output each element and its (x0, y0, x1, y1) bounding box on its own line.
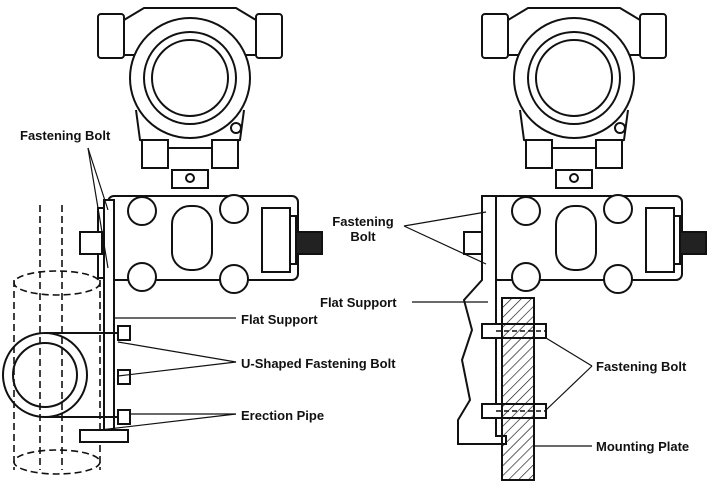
label-fastening-bolt-right-line2: Bolt (350, 229, 376, 244)
right-view (403, 7, 707, 481)
label-flat-support-right: Flat Support (320, 295, 397, 310)
label-fastening-bolt-left: Fastening Bolt (20, 128, 111, 143)
label-fastening-bolt-right: Fastening Bolt (322, 214, 404, 244)
label-fastening-bolt-right-lower: Fastening Bolt (596, 359, 687, 374)
u-bolt-left (2, 325, 131, 425)
label-flat-support-left: Flat Support (241, 312, 318, 327)
mounting-plate (501, 297, 535, 481)
transmitter-right (481, 7, 707, 294)
label-erection-pipe: Erection Pipe (241, 408, 325, 423)
transmitter-left (97, 7, 323, 294)
flat-support-left (79, 199, 129, 443)
label-mounting-plate: Mounting Plate (596, 439, 690, 454)
label-fastening-bolt-right-line1: Fastening (332, 214, 394, 229)
left-view (2, 7, 323, 475)
label-u-bolt: U-Shaped Fastening Bolt (241, 356, 396, 371)
